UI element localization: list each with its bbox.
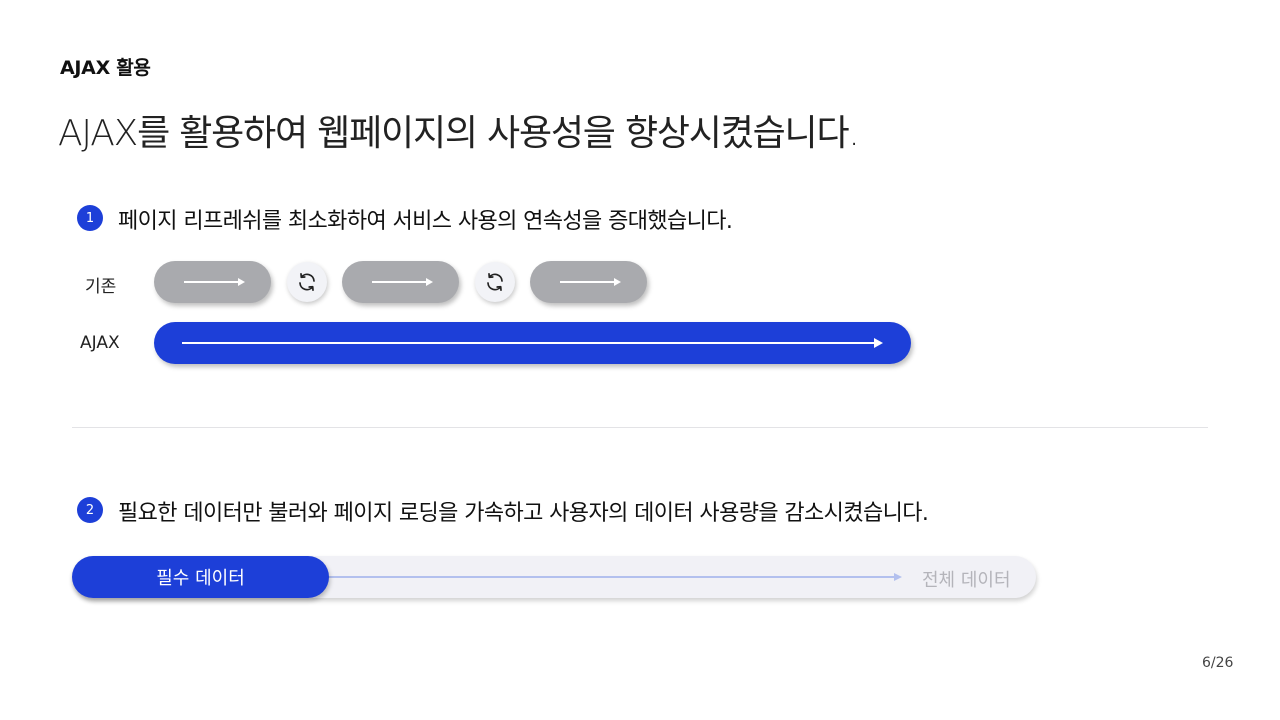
- refresh-icon: [287, 262, 327, 302]
- data-arrow-line: [320, 576, 894, 578]
- point-2-number-badge: 2: [77, 497, 103, 523]
- section-eyebrow: AJAX 활용: [60, 57, 151, 79]
- arrow-head-icon: [238, 278, 245, 286]
- point-1-number-badge: 1: [77, 205, 103, 231]
- required-data-fill: 필수 데이터: [72, 556, 329, 598]
- arrow-line: [372, 281, 429, 283]
- arrow-head-icon: [614, 278, 621, 286]
- arrow-line: [182, 342, 875, 344]
- legacy-request-pill-2: [342, 261, 459, 303]
- section-divider: [72, 427, 1208, 428]
- ajax-continuous-pill: [154, 322, 911, 364]
- legacy-row-label: 기존: [85, 277, 117, 297]
- arrow-line: [184, 281, 241, 283]
- arrow-head-icon: [426, 278, 433, 286]
- total-data-label: 전체 데이터: [922, 570, 1011, 591]
- refresh-icon: [475, 262, 515, 302]
- point-2-text: 필요한 데이터만 불러와 페이지 로딩을 가속하고 사용자의 데이터 사용량을 …: [118, 501, 929, 526]
- data-arrow-head-icon: [894, 573, 902, 581]
- page-number: 6/26: [1202, 655, 1234, 671]
- point-1-text: 페이지 리프레쉬를 최소화하여 서비스 사용의 연속성을 증대했습니다.: [118, 209, 733, 234]
- legacy-request-pill-3: [530, 261, 647, 303]
- arrow-head-icon: [874, 338, 883, 348]
- page-title: AJAX를 활용하여 웹페이지의 사용성을 향상시켰습니다.: [58, 113, 860, 154]
- arrow-line: [560, 281, 617, 283]
- ajax-row-label: AJAX: [80, 333, 120, 353]
- legacy-request-pill-1: [154, 261, 271, 303]
